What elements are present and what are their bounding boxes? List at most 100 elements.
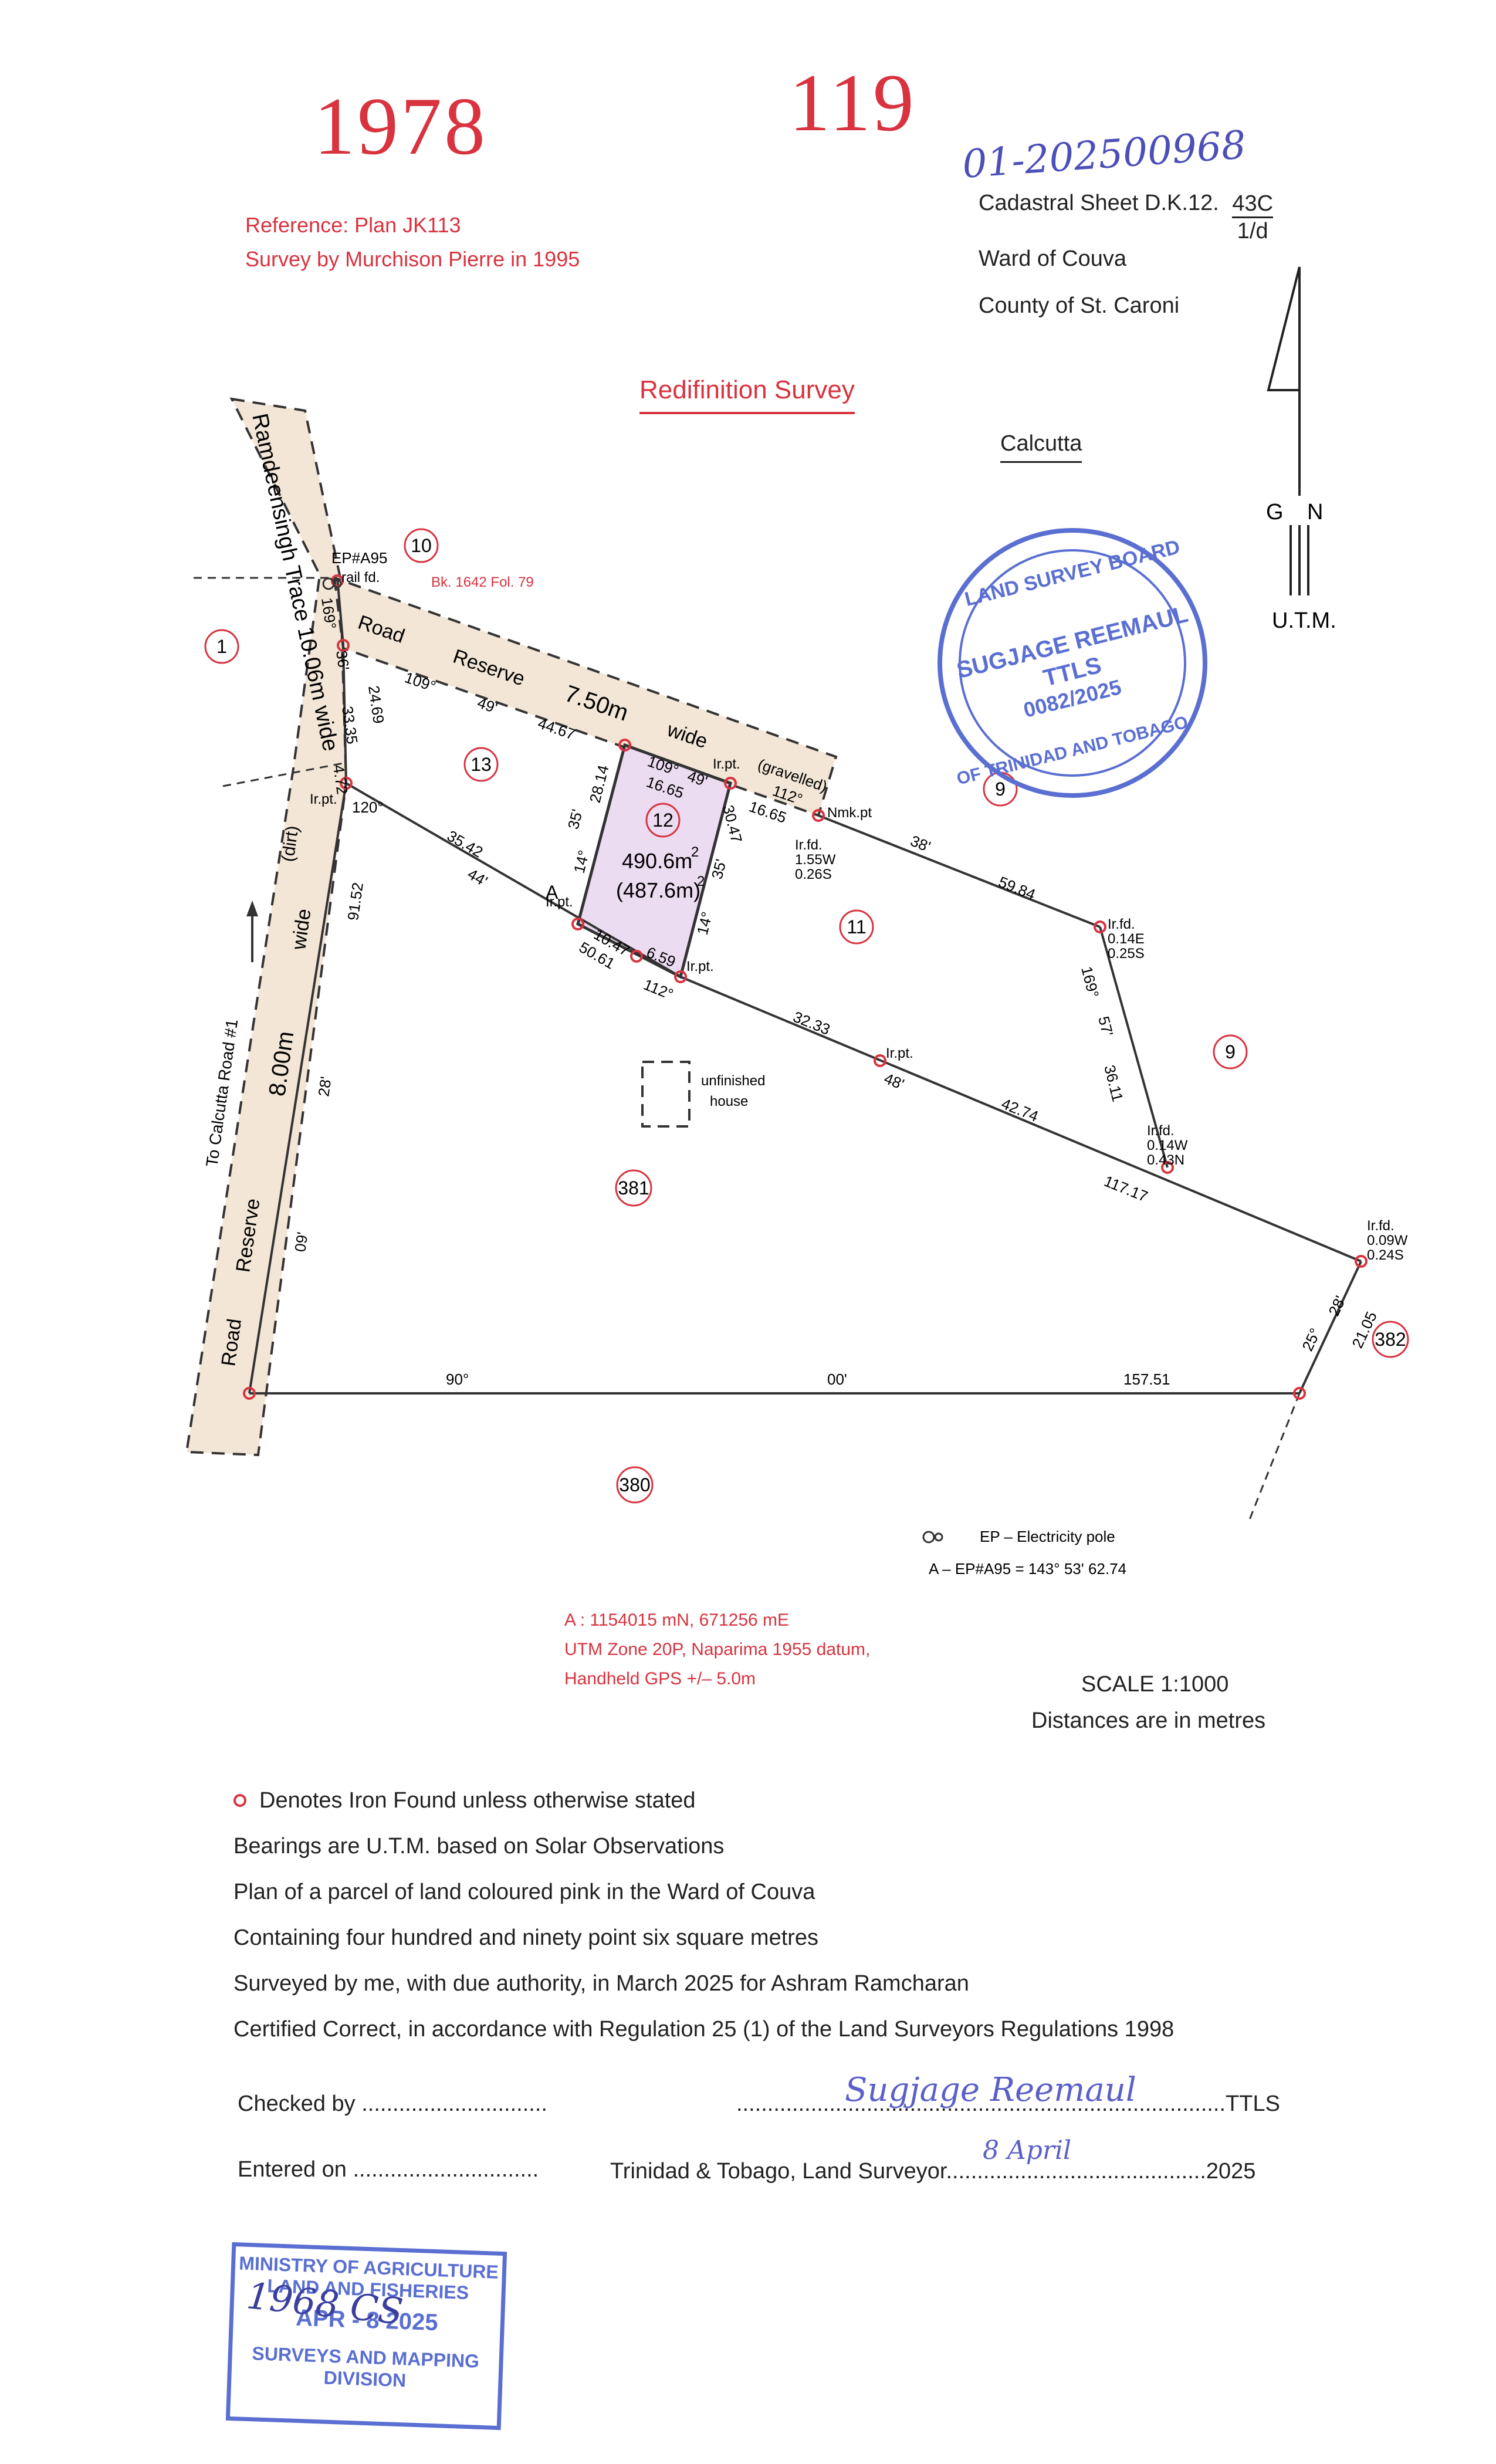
bearing-label: 44' [465, 865, 490, 890]
iron-pin [1094, 920, 1106, 933]
unfinished-house-label2: house [710, 1094, 748, 1109]
irfd-label: Ir.fd. [1108, 916, 1135, 932]
iron-pin [618, 739, 631, 752]
note-bearings: Bearings are U.T.M. based on Solar Obser… [233, 1834, 725, 1859]
irpt-label: Ir.pt. [713, 756, 740, 772]
page-title: Redifinition Survey [639, 375, 855, 414]
bearing-label: 36' [333, 649, 353, 672]
distance-label: 36.11 [1101, 1063, 1126, 1104]
checked-by: Checked by .............................… [238, 2091, 547, 2116]
iron-pin [337, 639, 350, 652]
iron-found-icon [233, 1793, 246, 1807]
offset-label: 0.24S [1367, 1247, 1404, 1263]
locality: Calcutta [1000, 431, 1082, 463]
electricity-pole-symbol [322, 577, 342, 590]
plan-number-left: 1978 [314, 81, 488, 172]
cadastral-sheet: Cadastral Sheet D.K.12. 43C 1/d [979, 191, 1274, 244]
coords-line-2: UTM Zone 20P, Naparima 1955 datum, [564, 1640, 871, 1659]
bearing-label: 90° [446, 1370, 469, 1388]
offset-label: 0.25S [1108, 946, 1145, 962]
note-area: Containing four hundred and ninety point… [233, 1925, 819, 1950]
iron-pin [1293, 1387, 1306, 1400]
ministry-stamp: MINISTRY OF AGRICULTURE LAND AND FISHERI… [225, 2242, 507, 2431]
irpt-label: Ir.pt. [546, 894, 573, 910]
lot-label: 12 [652, 810, 673, 831]
legend-tie: A – EP#A95 = 143° 53' 62.74 [929, 1560, 1126, 1578]
lot-label: 13 [471, 754, 492, 775]
distance-label: 117.17 [1102, 1172, 1150, 1206]
iron-pin [874, 1054, 886, 1067]
bearing-label: 14° [570, 848, 593, 875]
signature-date: 8 April [983, 2135, 1072, 2165]
iron-pin [1355, 1255, 1368, 1268]
rail-found: rail fd. [341, 570, 380, 585]
iron-pin [1161, 1161, 1174, 1174]
sheet-fraction: 43C 1/d [1232, 191, 1274, 244]
point-a-label: A [546, 882, 559, 903]
iron-pin [674, 970, 687, 983]
dimension-labels: 169° 36' 24.69 33.35 4.72 109° 49' 44.67… [291, 597, 1380, 1388]
unfinished-house-label: unfinished [701, 1073, 765, 1089]
irpt-label: Ir.pt. [886, 1045, 913, 1061]
unfinished-house-outline [641, 1061, 691, 1128]
note-certified: Certified Correct, in accordance with Re… [233, 2017, 1175, 2042]
iron-pins [243, 574, 1368, 1400]
distance-label: 30.47 [719, 803, 746, 844]
survey-history: Survey by Murchison Pierre in 1995 [245, 247, 580, 271]
coords-line-1: A : 1154015 mN, 671256 mE [564, 1610, 790, 1630]
lot-label: 11 [847, 916, 866, 937]
iron-pin [243, 1387, 256, 1400]
distance-label: 24.69 [365, 685, 388, 725]
bearing-label: 09' [291, 1231, 311, 1253]
distance-label: 4.72 [330, 764, 351, 796]
distance-label: 35.42 [444, 827, 486, 861]
legend-ep: EP – Electricity pole [980, 1528, 1115, 1545]
irfd-label: Ir.fd. [1147, 1123, 1175, 1139]
lot-label: 1 [216, 636, 227, 657]
iron-pin [724, 777, 737, 790]
lot-label: 380 [619, 1474, 650, 1495]
note-iron-found: Denotes Iron Found unless otherwise stat… [233, 1778, 1174, 1823]
offset-label: 0.09W [1367, 1233, 1408, 1248]
north-g-label: G [1266, 500, 1284, 524]
signature-line: ........................................… [736, 2091, 1280, 2116]
iron-pin [340, 777, 353, 790]
offset-label: 1.55W [795, 852, 836, 868]
bearing-label: 120° [352, 798, 384, 816]
ep-legend-symbol [922, 1531, 943, 1544]
ep-label: EP#A95 [331, 549, 387, 567]
offset-label: 0.26S [795, 867, 832, 882]
lot-label: 382 [1375, 1329, 1406, 1350]
parcel-area: 490.6m [622, 849, 692, 873]
lot-circles [204, 528, 1409, 1504]
offset-label: 0.14E [1108, 931, 1145, 947]
bearing-label: 112° [641, 976, 676, 1003]
distance-label: 42.74 [999, 1095, 1041, 1125]
distance-label: 91.52 [344, 881, 367, 922]
boundary-lines [248, 577, 1362, 1395]
direction-arrow [246, 901, 258, 962]
bearing-label: 169° [1078, 964, 1102, 999]
sheet-numerator: 43C [1232, 191, 1274, 218]
irfd-label: Ir.fd. [795, 837, 823, 853]
parcel-area-sup: 2 [691, 844, 699, 860]
distance-label: 59.84 [996, 873, 1038, 903]
note-surveyed: Surveyed by me, with due authority, in M… [233, 1971, 969, 1996]
bearing-label: 35' [564, 807, 586, 831]
book-folio-ref: Bk. 1642 Fol. 79 [431, 574, 534, 590]
county: County of St. Caroni [979, 293, 1180, 318]
bearing-label: 48' [882, 1069, 907, 1094]
plan-number-right: 119 [789, 57, 916, 148]
point-labels: Ir.pt. Ir.pt. Ir.pt. Ir.pt. Ir.pt. Nmk.p… [310, 756, 1408, 1263]
bearing-label: 28' [314, 1075, 334, 1098]
distance-label: 157.51 [1123, 1370, 1170, 1388]
bearing-label: 57' [1095, 1014, 1116, 1038]
lot-label: 9 [1225, 1041, 1236, 1062]
nmk-label: Nmk.pt [827, 805, 872, 821]
surveyor-title: Trinidad & Tobago, Land Surveyor........… [610, 2159, 1256, 2184]
iron-pin [571, 918, 584, 930]
iron-pin [812, 809, 825, 822]
note-parcel: Plan of a parcel of land coloured pink i… [233, 1880, 815, 1904]
distance-label: 28.14 [586, 763, 612, 804]
